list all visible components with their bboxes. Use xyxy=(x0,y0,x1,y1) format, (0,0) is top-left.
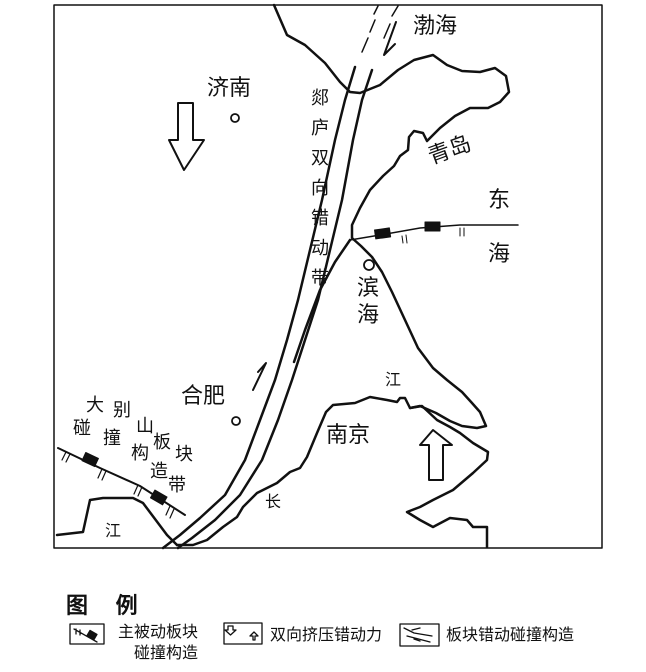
legend-subduction-label-2: 碰撞构造 xyxy=(134,643,199,662)
bohai-strike-slip-dashes xyxy=(361,5,399,53)
east-collision-ticks xyxy=(401,227,465,244)
yangtze-south-coast xyxy=(405,404,490,549)
east-collision-block-2 xyxy=(424,221,441,232)
east-collision-block-1 xyxy=(374,227,392,240)
dabie-collision-block-2 xyxy=(149,489,168,506)
nanjing-label: 南京 xyxy=(326,423,371,448)
hefei-label: 合肥 xyxy=(181,384,226,409)
binhai-label-2: 海 xyxy=(357,303,380,328)
map-frame xyxy=(53,4,603,549)
binhai-city-marker xyxy=(363,259,375,271)
dabie-label-char: 别 xyxy=(113,400,131,421)
legend-subduction-icon xyxy=(69,623,105,645)
hefei-city-marker xyxy=(231,416,241,426)
legend-strike-slip-icon xyxy=(399,623,440,647)
dabie-collision-ticks xyxy=(61,451,175,519)
legend-title: 图 例 xyxy=(66,594,148,619)
dabie-label-char: 带 xyxy=(168,475,186,496)
compression-arrow-down-icon xyxy=(168,102,205,171)
legend-subduction-label-1: 主被动板块 xyxy=(118,622,199,641)
dabie-label-char: 碰 xyxy=(73,418,91,439)
jiang-north-label: 江 xyxy=(385,370,402,389)
southwest-coast xyxy=(55,496,179,547)
donghai-label-2: 海 xyxy=(488,242,511,267)
compression-arrow-up-icon xyxy=(419,429,453,481)
jinan-city-marker xyxy=(230,113,240,123)
east-collision-line xyxy=(349,224,519,241)
dabie-label-char: 大 xyxy=(86,395,104,416)
donghai-label-1: 东 xyxy=(488,188,511,213)
tanlu-fault-east xyxy=(176,68,374,550)
jiang-south-label: 江 xyxy=(105,521,122,540)
dabie-label-char: 山 xyxy=(136,416,154,437)
shandong-coastline xyxy=(175,3,511,547)
dabie-label-char: 块 xyxy=(175,444,193,465)
dabie-label-char: 撞 xyxy=(103,428,121,449)
half-arrow-south-icon xyxy=(252,362,267,391)
dabie-label-char: 构 xyxy=(131,443,149,464)
tanlu-fault-west xyxy=(161,65,357,550)
chang-label: 长 xyxy=(265,492,282,511)
jinan-label: 济南 xyxy=(207,76,252,101)
dabie-label-char: 板 xyxy=(153,432,171,453)
legend-strike-slip-label: 板块错动碰撞构造 xyxy=(446,625,575,644)
bohai-label: 渤海 xyxy=(413,14,458,39)
legend-compression-label: 双向挤压错动力 xyxy=(270,625,383,644)
dabie-label-char: 造 xyxy=(150,461,168,482)
half-arrow-north-icon xyxy=(383,21,397,56)
fault-branch xyxy=(292,238,352,364)
binhai-label-1: 滨 xyxy=(357,276,380,301)
dabie-collision-block-1 xyxy=(81,452,99,468)
legend-compression-icon xyxy=(223,622,263,645)
tanlu-fault-label: 郯庐双向错动带 xyxy=(308,88,329,298)
